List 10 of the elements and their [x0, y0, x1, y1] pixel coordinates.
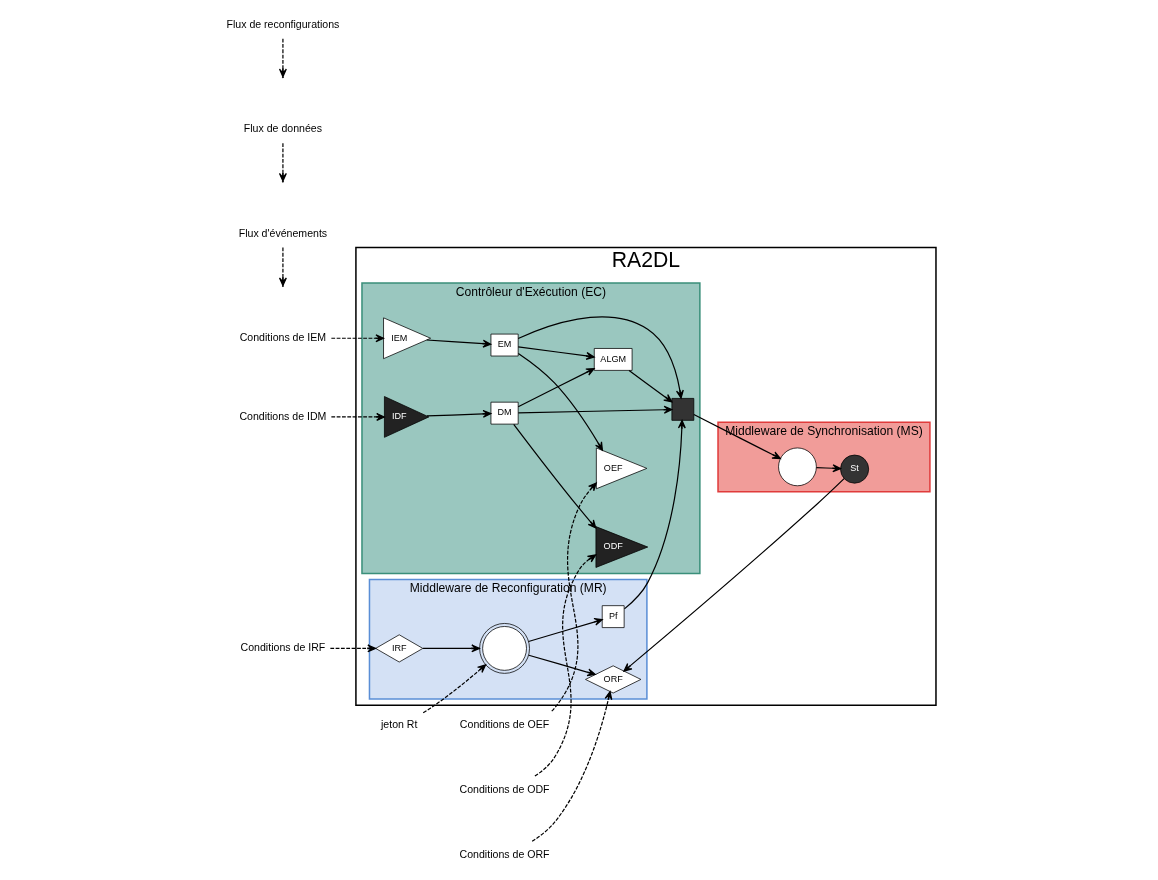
node-text: jeton Rt — [381, 717, 418, 730]
node-text: Conditions de IRF — [240, 641, 326, 654]
node-text: Conditions de OEF — [459, 717, 550, 730]
node-text: Flux de reconfigurations — [226, 17, 340, 30]
node-text: Conditions de IEM — [239, 331, 327, 344]
node-text: Conditions de IDM — [239, 409, 327, 422]
node-text: Conditions de ORF — [459, 847, 550, 860]
node-text: Flux de données — [243, 122, 323, 135]
node-text: Conditions de ODF — [459, 782, 550, 795]
node-text: Flux d'événements — [238, 226, 328, 239]
